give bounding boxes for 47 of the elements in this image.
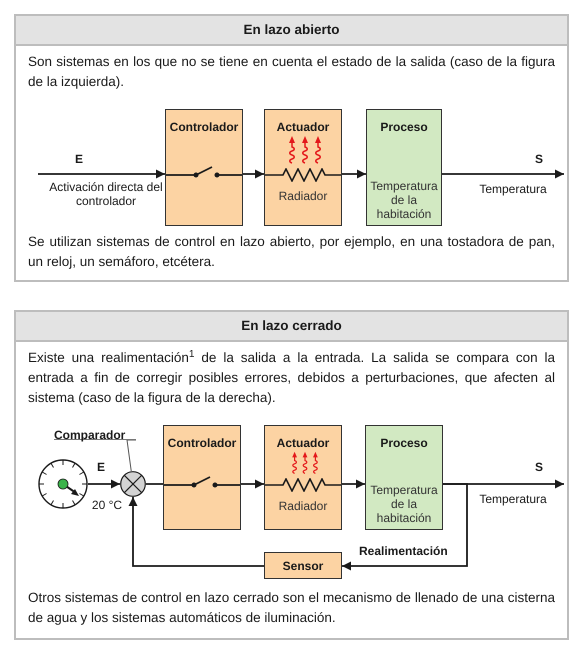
edge-label: E: [96, 460, 106, 474]
arrow: [241, 480, 264, 488]
block-caption: Temperatura de la habitación: [370, 179, 438, 221]
block-title: Proceso: [380, 436, 428, 450]
arrow: [342, 480, 365, 488]
component-label: Comparador: [54, 428, 126, 442]
block-box: [264, 552, 342, 579]
panel: [14, 14, 569, 282]
paragraph: Son sistemas en los que no se tiene en cuenta el estado de la salida (caso de la figura de la izquierda).: [28, 53, 555, 91]
block-box: [264, 425, 342, 530]
edge-label: E: [74, 152, 84, 166]
arrow: [38, 170, 165, 178]
block-box: [365, 425, 443, 530]
block-box: [165, 109, 243, 226]
paragraph: Existe una realimentación$^{1}$ de la salida a la entrada. La salida se compara con la entrada a fin de corregir posibles errores, debidos a perturbaciones, que afecten al sistema (caso de la figura de la derecha).: [28, 348, 555, 407]
diagram-label: Temperatura: [479, 182, 547, 196]
edge-label: S: [534, 152, 544, 166]
arrow: [128, 497, 264, 567]
block-title: Controlador: [170, 120, 238, 134]
block-title: Sensor: [282, 558, 324, 574]
paragraph: Se utilizan sistemas de control en lazo abierto, por ejemplo, en una tostadora de pan, un reloj, un semáforo, etcétera.: [28, 233, 555, 271]
block-caption: Radiador: [278, 189, 328, 203]
edge-label: Realimentación: [358, 544, 449, 558]
arrow: [342, 170, 366, 178]
edge-label: S: [534, 460, 544, 474]
diagram-label: Temperatura: [479, 492, 547, 506]
panel-title: En lazo cerrado: [241, 316, 342, 335]
block-title: Actuador: [276, 436, 330, 450]
panel-title: En lazo abierto: [243, 20, 340, 39]
arrow: [88, 480, 120, 488]
block-title: Proceso: [380, 120, 428, 134]
block-title: Actuador: [276, 120, 330, 134]
diagram-label: Activación directa del controlador: [49, 180, 163, 208]
block-title: Controlador: [168, 436, 236, 450]
block-box: [366, 109, 442, 226]
connector-line: [146, 483, 163, 485]
block-caption: Radiador: [278, 499, 328, 513]
arrow: [442, 170, 564, 178]
leader-line: [126, 440, 136, 472]
panel: [14, 310, 569, 640]
diagram-label: 20 °C: [92, 498, 122, 512]
arrow: [342, 483, 468, 570]
arrow: [243, 170, 264, 178]
block-caption: Temperatura de la habitación: [370, 483, 438, 525]
paragraph: Otros sistemas de control en lazo cerrado son el mecanismo de llenado de una cisterna de agua y los sistemas automáticos de iluminación.: [28, 589, 555, 627]
block-box: [163, 425, 241, 530]
block-box: [264, 109, 342, 226]
